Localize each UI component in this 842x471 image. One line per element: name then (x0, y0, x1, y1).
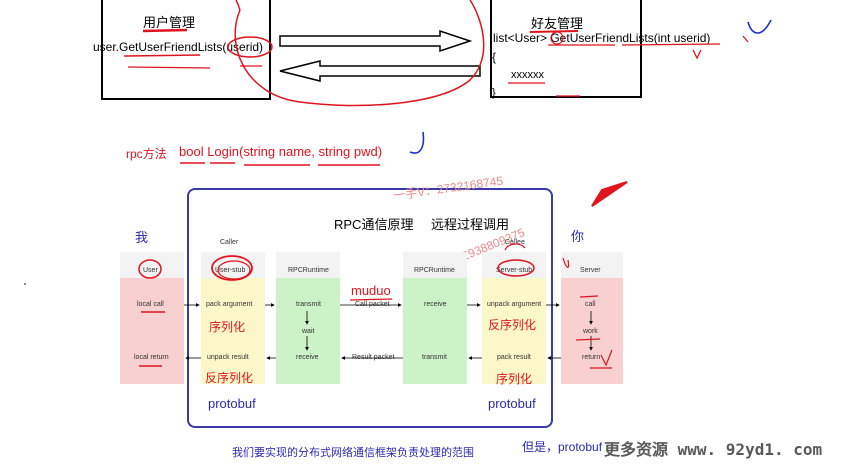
rpc-right-column (403, 278, 467, 384)
friend-mgmt-box (490, 0, 642, 98)
user-stub-header: User-stub (215, 267, 246, 274)
red-scribble-server (562, 257, 570, 268)
diagram-title-right: 远程过程调用 (431, 217, 510, 232)
red-scribble-callee (504, 243, 526, 251)
site-watermark: 更多资源 www. 92yd1. com (604, 440, 823, 459)
unpack-result-text: unpack result (207, 354, 249, 361)
caller-label: Caller (220, 239, 239, 246)
stray-dot (24, 283, 26, 285)
red-check-friend (692, 49, 702, 60)
pack-result-text: pack result (497, 354, 531, 361)
right-person-label: 你 (571, 229, 585, 244)
red-circle-serverstub-header (497, 259, 535, 277)
work-text: work (583, 328, 598, 335)
server-stub-column (482, 278, 546, 384)
protobuf-left: protobuf (208, 396, 256, 411)
unpack-argument-text: unpack argument (487, 301, 542, 308)
user-call-text: user.GetUserFriendLists(userid) (93, 40, 264, 54)
serialize-cn-right: 序列化 (496, 372, 533, 386)
red-check-return (600, 349, 613, 367)
server-stub-column-header (482, 252, 546, 278)
server-header: Server (580, 267, 601, 274)
user-column-header (120, 252, 184, 278)
deserialize-cn-right: 反序列化 (488, 318, 537, 332)
red-pointer-arrow (591, 181, 628, 207)
protobuf-right: protobuf (488, 396, 536, 411)
rpc-right-column-header (403, 252, 467, 278)
blue-check-mark-mid (409, 131, 425, 154)
user-mgmt-box (101, 0, 271, 100)
blue-check-mark-top (747, 19, 772, 34)
red-circle-userstub-header-2 (217, 260, 251, 280)
user-mgmt-title: 用户管理 (143, 15, 196, 30)
brace-close: } (492, 87, 496, 99)
left-person-label: 我 (135, 230, 149, 245)
user-header: User (143, 267, 158, 274)
rpc-method-signature: bool Login(string name, string pwd) (179, 144, 383, 159)
red-underline-friend-sig (548, 43, 721, 46)
callee-label: Callee (505, 239, 525, 246)
return-text: return (582, 354, 601, 361)
rpc-left-header: RPCRuntime (288, 267, 329, 274)
server-stub-header: Server-stub (496, 267, 533, 274)
transmit-right-text: transmit (422, 354, 447, 361)
rpc-left-column-header (276, 252, 340, 278)
transmit-left-text: transmit (296, 301, 321, 308)
local-return-text: local return (134, 354, 169, 361)
red-ellipse-scribble (234, 0, 485, 107)
call-packet-label: Call packet (355, 301, 390, 308)
red-mark-call (579, 295, 599, 298)
brace-body: xxxxxx (511, 69, 544, 81)
receive-left-text: receive (296, 354, 319, 361)
rpc-method-label: rpc方法 (126, 147, 167, 161)
red-circle-userstub-header (211, 255, 253, 281)
brace-open: { (492, 50, 497, 64)
server-column (561, 278, 623, 384)
red-underline-muduo (349, 298, 393, 301)
rpc-right-header: RPCRuntime (414, 267, 455, 274)
deserialize-cn-left: 反序列化 (205, 371, 254, 385)
red-underline-user-call-2 (127, 65, 262, 69)
diagram-title-left: RPC通信原理 (334, 217, 414, 232)
call-text: call (585, 301, 596, 308)
red-circle-userid (227, 36, 273, 58)
receive-right-text: receive (424, 301, 447, 308)
blue-tick-mark (742, 35, 749, 43)
red-underline-user-title (142, 28, 188, 33)
request-hollow-arrow (279, 29, 473, 53)
red-underline-body (508, 82, 580, 97)
pack-argument-text: pack argument (206, 301, 253, 308)
red-mark-work (575, 338, 601, 341)
rpc-left-column (276, 278, 340, 384)
red-circle-user-word (550, 31, 564, 45)
user-stub-column (201, 278, 265, 384)
serialize-cn-left: 序列化 (209, 320, 246, 334)
server-column-header (561, 252, 623, 278)
friend-signature: list<User> GetUserFriendLists(int userid… (493, 31, 711, 45)
scope-frame (187, 188, 553, 428)
muduo-label: muduo (351, 283, 391, 298)
bottom-note: 但是，protobuf (522, 440, 603, 454)
wait-text: wait (302, 328, 315, 335)
response-hollow-arrow (279, 60, 481, 82)
local-call-text: local call (137, 301, 164, 308)
scope-caption: 我们要实现的分布式网络通信框架负责处理的范围 (232, 447, 474, 459)
result-packet-label: Result packet (352, 354, 395, 361)
red-underline-user-call (123, 54, 201, 57)
red-underline-friend-title (529, 30, 579, 33)
friend-mgmt-title: 好友管理 (531, 16, 584, 31)
red-circle-user-header (138, 259, 162, 279)
